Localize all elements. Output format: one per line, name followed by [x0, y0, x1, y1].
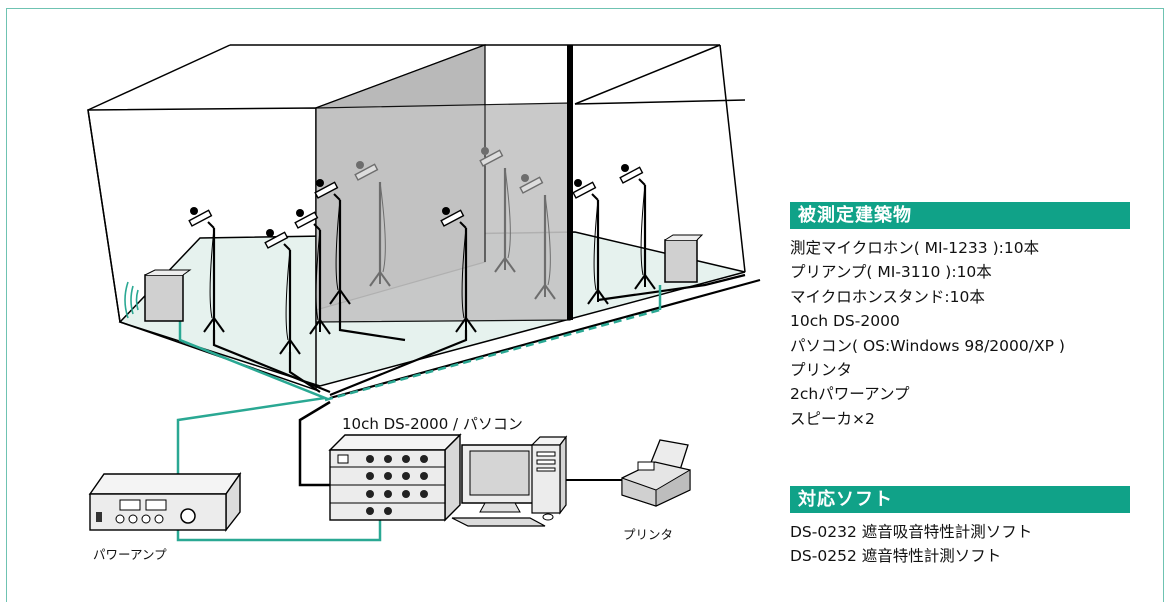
printer [621, 439, 691, 507]
diagram-frame [6, 8, 1164, 602]
printer-label: プリンタ [623, 527, 674, 542]
pc-monitor [461, 444, 538, 513]
power-amplifier [88, 471, 242, 533]
list-item: スピーカ×2 [790, 409, 875, 428]
building-section: 被測定建築物 測定マイクロホン( MI-1233 ):10本 プリアンプ( MI… [790, 202, 1130, 431]
building-equipment-list: 測定マイクロホン( MI-1233 ):10本 プリアンプ( MI-3110 )… [790, 236, 1130, 431]
list-item: パソコン( OS:Windows 98/2000/XP ) [790, 336, 1065, 355]
ds-cable [298, 400, 331, 487]
speaker-right [664, 234, 704, 283]
software-list: DS-0232 遮音吸音特性計測ソフト DS-0252 遮音特性計測ソフト [790, 520, 1130, 569]
building-section-title: 被測定建築物 [790, 202, 1130, 229]
list-item: 2chパワーアンプ [790, 385, 910, 404]
list-item: プリアンプ( MI-3110 ):10本 [790, 263, 992, 282]
list-item: プリンタ [790, 361, 853, 380]
speaker-cables [176, 285, 662, 470]
list-item: 10ch DS-2000 [790, 312, 900, 331]
software-section: 対応ソフト DS-0232 遮音吸音特性計測ソフト DS-0252 遮音特性計測… [790, 486, 1130, 569]
ds-pc-label: 10ch DS-2000 / パソコン [342, 415, 523, 433]
pc-tower [530, 435, 568, 515]
power-amp-label: パワーアンプ [93, 547, 167, 562]
list-item: 測定マイクロホン( MI-1233 ):10本 [790, 239, 1040, 257]
keyboard [451, 513, 554, 527]
software-section-title: 対応ソフト [790, 486, 1130, 513]
ds-2000-unit [328, 433, 462, 522]
list-item: マイクロホンスタンド:10本 [790, 287, 985, 306]
list-item: DS-0232 遮音吸音特性計測ソフト [790, 523, 1033, 541]
list-item: DS-0252 遮音特性計測ソフト [790, 547, 1002, 566]
speaker-left [124, 269, 192, 322]
